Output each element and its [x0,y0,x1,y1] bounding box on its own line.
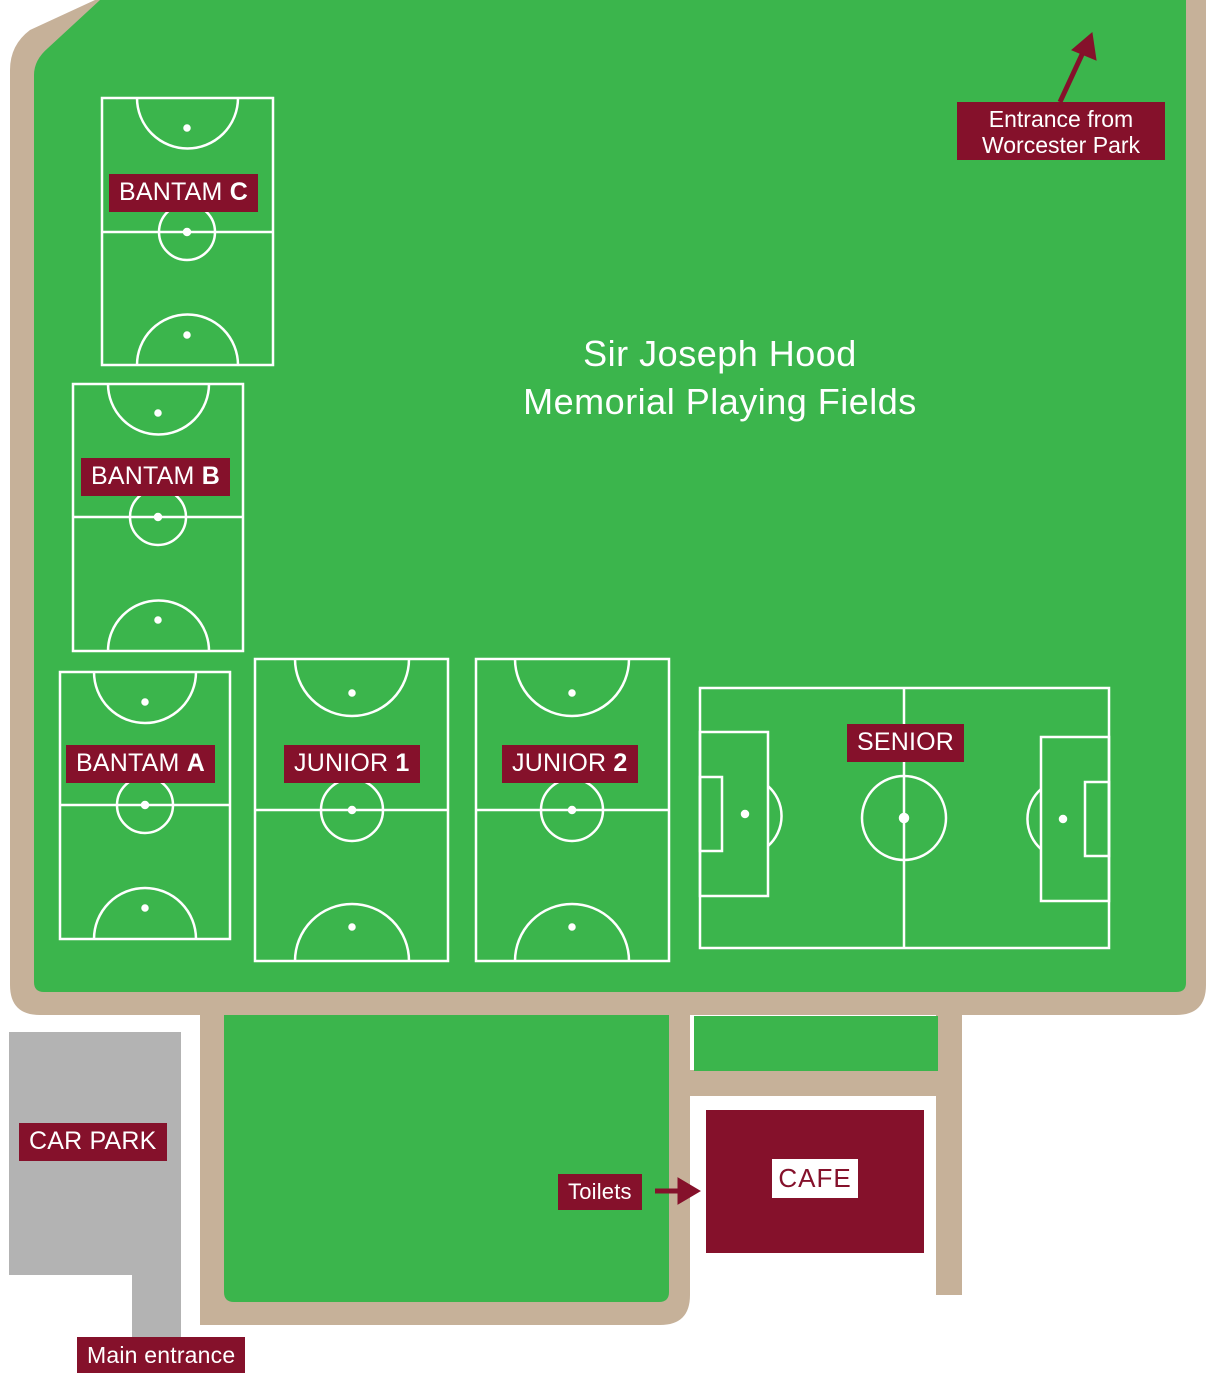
label-prefix: JUNIOR [294,749,389,777]
label-bantam-a: BANTAM A [66,745,215,783]
title-line-2: Memorial Playing Fields [523,381,917,422]
label-car-park: CAR PARK [19,1123,167,1161]
label-prefix: SENIOR [857,728,955,756]
label-toilets: Toilets [558,1174,642,1210]
map-title: Sir Joseph Hood Memorial Playing Fields [470,330,970,426]
label-prefix: BANTAM [76,749,180,777]
label-suffix: B [201,462,220,490]
label-prefix: JUNIOR [512,749,607,777]
label-prefix: BANTAM [119,178,223,206]
label-main-entrance: Main entrance [77,1337,246,1373]
label-suffix: 2 [613,749,628,777]
lower-field-grass [224,1015,669,1302]
pitch-junior-1 [253,657,450,963]
label-suffix: 1 [395,749,410,777]
label-bantam-c: BANTAM C [109,174,258,212]
label-suffix: C [229,178,248,206]
cafe-path-vertical [936,1012,962,1295]
entrance-line-2: Worcester Park [981,132,1141,158]
arrow-up-icon [1057,32,1097,104]
car-park-area [9,1032,181,1340]
label-junior-2: JUNIOR 2 [502,745,638,783]
entrance-line-1: Entrance from [988,106,1134,132]
pitch-bantam-b [71,382,245,653]
pitch-bantam-c [100,96,275,367]
label-bantam-b: BANTAM B [81,458,230,496]
pitch-bantam-a [58,670,232,941]
label-prefix: BANTAM [91,462,195,490]
label-suffix: A [186,749,205,777]
label-cafe: CAFE [772,1159,858,1198]
label-junior-1: JUNIOR 1 [284,745,420,783]
cafe-path-horizontal [690,1070,962,1096]
label-senior: SENIOR [847,724,965,762]
entrance-worcester-park-label: Entrance from Worcester Park [957,102,1165,160]
arrow-right-icon [655,1177,701,1205]
title-line-1: Sir Joseph Hood [583,333,857,374]
small-grass [694,1016,938,1071]
